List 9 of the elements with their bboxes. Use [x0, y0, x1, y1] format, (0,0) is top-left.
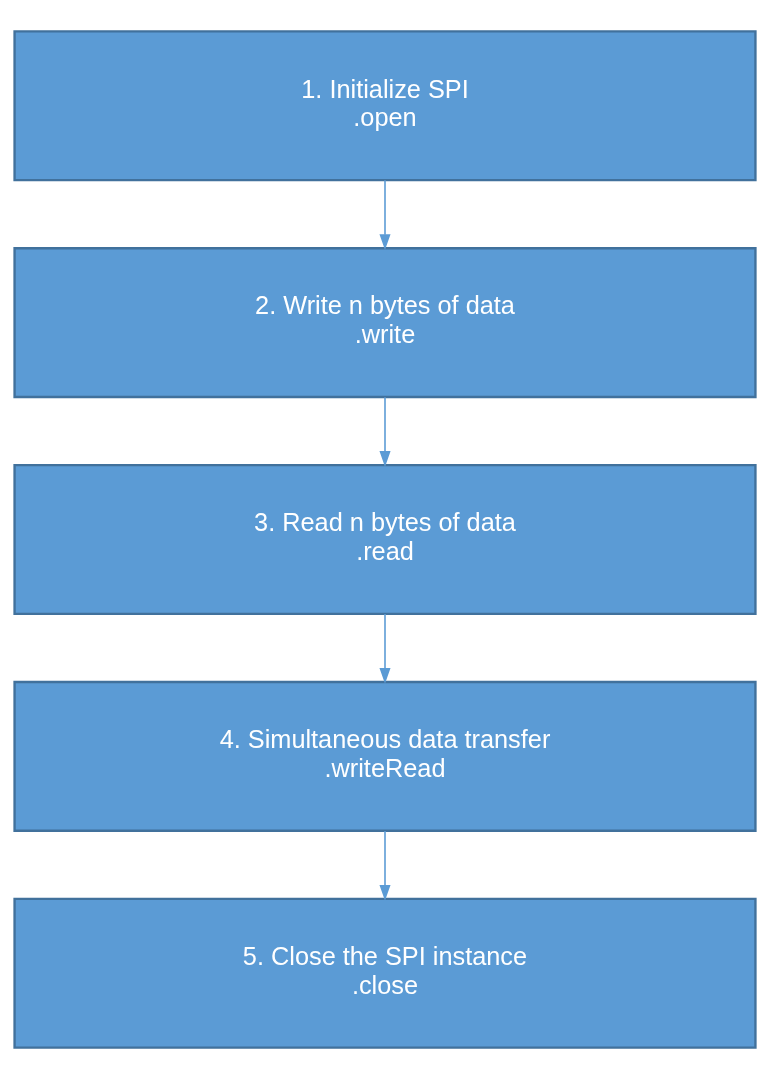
- arrow: [379, 179, 391, 250]
- arrow: [379, 395, 391, 467]
- node-box: 3. Read n bytes of data .read: [13, 463, 757, 615]
- node-box: 5. Close the SPI instance .close: [13, 897, 757, 1049]
- arrow: [379, 612, 391, 684]
- node-box: 4. Simultaneous data transfer .writeRead: [13, 680, 757, 832]
- node-box: 2. Write n bytes of data .write: [13, 246, 757, 398]
- node-box: 1. Initialize SPI .open: [13, 29, 757, 181]
- arrow: [379, 829, 391, 901]
